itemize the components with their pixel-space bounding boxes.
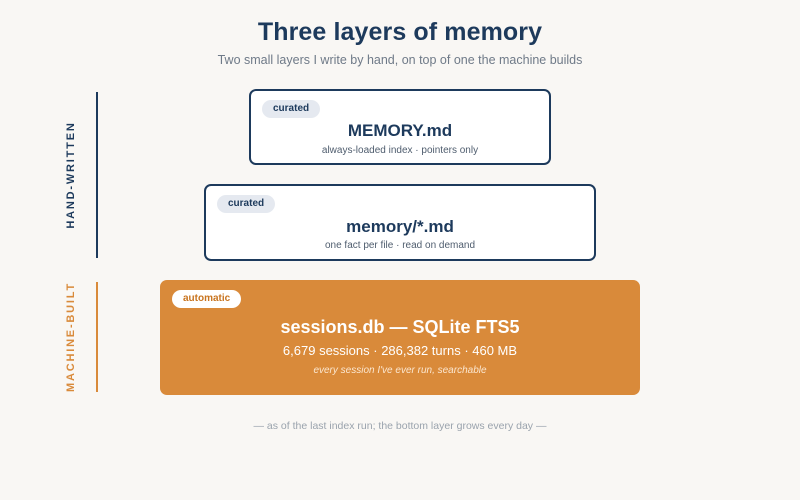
curated-badge: curated	[262, 100, 321, 118]
layer-description: always-loaded index · pointers only	[321, 145, 479, 156]
footnote: — as of the last index run; the bottom l…	[253, 420, 547, 432]
curated-badge: curated	[217, 195, 276, 213]
machine-built-label: MACHINE-BUILT	[65, 282, 77, 392]
layer-note: every session I've ever run, searchable	[313, 365, 487, 376]
page-title: Three layers of memory	[257, 18, 543, 46]
memory-index-layer: curated MEMORY.md always-loaded index · …	[249, 89, 551, 165]
automatic-badge: automatic	[172, 290, 242, 308]
layer-name: MEMORY.md	[347, 121, 453, 140]
layer-description: one fact per file · read on demand	[324, 240, 476, 251]
sessions-db-layer: automatic sessions.db — SQLite FTS5 6,67…	[160, 280, 640, 395]
layer-name: memory/*.md	[346, 217, 454, 236]
memory-files-layer: curated memory/*.md one fact per file · …	[204, 184, 596, 261]
layer-stats: 6,679 sessions · 286,382 turns · 460 MB	[282, 343, 518, 358]
hand-written-bracket-line	[96, 92, 98, 258]
layer-name: sessions.db — SQLite FTS5	[280, 317, 520, 337]
hand-written-label: HAND-WRITTEN	[65, 121, 77, 229]
page-subtitle: Two small layers I write by hand, on top…	[217, 53, 583, 67]
machine-built-bracket-line	[96, 282, 98, 392]
